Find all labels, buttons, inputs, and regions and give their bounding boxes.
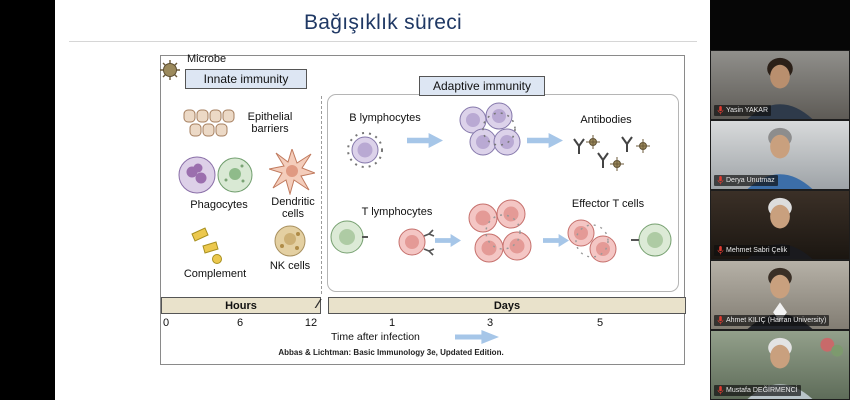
participant-name: Yasin YAKAR: [726, 107, 769, 114]
epithelial-barriers-icon: [183, 108, 235, 143]
muted-mic-icon: [717, 246, 724, 255]
title-divider: [69, 41, 697, 42]
tick-0: 0: [162, 317, 170, 329]
participant-name-tag: Derya Unutmaz: [714, 175, 778, 186]
tick-5: 5: [596, 317, 604, 329]
plasma-cells-icon: [451, 102, 523, 173]
target-cell-icon: [629, 216, 677, 269]
participant-name-tag: Mehmet Sabri Çelik: [714, 245, 791, 256]
antibodies-icon: [569, 132, 653, 179]
time-after-infection-label: Time after infection: [331, 331, 420, 343]
phagocytes-label: Phagocytes: [190, 199, 248, 211]
nk-cell-icon: [273, 224, 307, 263]
antibodies-label: Antibodies: [580, 114, 632, 126]
innate-adaptive-divider: [321, 96, 322, 294]
dendritic-cell-icon: [268, 147, 317, 200]
participant-name-tag: Ahmet KILIÇ (Harran University): [714, 315, 830, 326]
participants-sidebar: Yasin YAKAR Derya Unutmaz: [710, 0, 850, 400]
tick-12: 12: [304, 317, 318, 329]
participant-name: Derya Unutmaz: [726, 177, 775, 184]
microbe-icon: [158, 58, 182, 87]
participant-tile-5[interactable]: Mustafa DEĞİRMENCİ: [710, 330, 850, 400]
adaptive-immunity-label: Adaptive immunity: [419, 76, 545, 96]
tick-3: 3: [486, 317, 494, 329]
muted-mic-icon: [717, 386, 724, 395]
slide-title: Bağışıklık süreci: [304, 11, 462, 34]
t-lymphocytes-label: T lymphocytes: [361, 206, 433, 218]
participant-tile-4[interactable]: Ahmet KILIÇ (Harran University): [710, 260, 850, 330]
phagocytes-icon: [176, 154, 256, 201]
complement-icon: [189, 226, 227, 271]
timeline-hours-bar: Hours: [161, 297, 321, 314]
time-axis-arrow: [455, 330, 499, 344]
b-lymphocyte-icon: [343, 128, 387, 177]
muted-mic-icon: [717, 316, 724, 325]
proliferating-t-cells-icon: [459, 196, 539, 277]
antigen-presenting-cell-icon: [326, 216, 368, 263]
t-lymphocyte-icon: [393, 222, 435, 267]
immunity-diagram: Microbe Innate immunity Adaptive immunit…: [158, 53, 686, 365]
dendritic-label: Dendritic cells: [271, 196, 315, 221]
participant-name: Ahmet KILIÇ (Harran University): [726, 317, 827, 324]
epithelial-label: Epithelial barriers: [247, 111, 293, 136]
muted-mic-icon: [717, 176, 724, 185]
participant-tile-2[interactable]: Derya Unutmaz: [710, 120, 850, 190]
participant-name: Mehmet Sabri Çelik: [726, 247, 788, 254]
effector-t-cells-icon: [561, 211, 623, 276]
figure-citation: Abbas & Lichtman: Basic Immunology 3e, U…: [278, 348, 504, 357]
nk-label: NK cells: [269, 260, 311, 272]
tick-6: 6: [236, 317, 244, 329]
participant-name-tag: Yasin YAKAR: [714, 105, 772, 116]
participant-name-tag: Mustafa DEĞİRMENCİ: [714, 385, 801, 396]
shared-screen-slide: Bağışıklık süreci Microbe Innate immunit…: [55, 0, 711, 400]
participant-name: Mustafa DEĞİRMENCİ: [726, 387, 798, 394]
participant-tile-1[interactable]: Yasin YAKAR: [710, 50, 850, 120]
complement-label: Complement: [183, 268, 247, 280]
innate-immunity-label: Innate immunity: [185, 69, 307, 89]
participant-tile-3[interactable]: Mehmet Sabri Çelik: [710, 190, 850, 260]
timeline-days-bar: Days: [328, 297, 686, 314]
muted-mic-icon: [717, 106, 724, 115]
effector-t-cells-label: Effector T cells: [571, 198, 645, 210]
tick-1: 1: [388, 317, 396, 329]
video-tiles: Yasin YAKAR Derya Unutmaz: [710, 50, 850, 400]
b-lymphocytes-label: B lymphocytes: [349, 112, 421, 124]
microbe-label: Microbe: [187, 53, 227, 65]
